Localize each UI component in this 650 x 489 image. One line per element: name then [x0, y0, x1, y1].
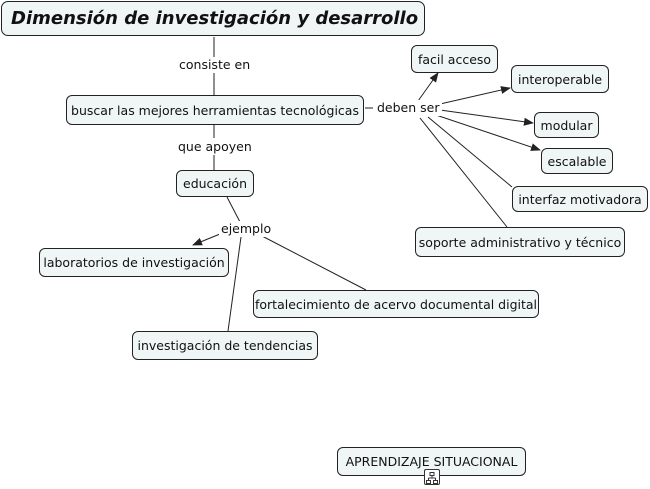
- link-ejemplo-fortalecimiento: [261, 235, 367, 291]
- concept-fortalecimiento[interactable]: fortalecimiento de acervo documental dig…: [253, 290, 539, 318]
- concept-laboratorios[interactable]: laboratorios de investigación: [39, 248, 229, 277]
- concept-escalable[interactable]: escalable: [541, 148, 613, 174]
- link-ejemplo-laboratorios: [192, 233, 221, 246]
- link-debenser-facil: [417, 72, 439, 102]
- link-debenser-escalable: [435, 114, 541, 151]
- link-debenser-modular: [439, 109, 534, 126]
- concept-interoperable[interactable]: interoperable: [511, 65, 609, 93]
- link-debenser-interoperable: [439, 86, 511, 105]
- concept-map-icon[interactable]: [424, 469, 440, 485]
- link-label-consiste-en: consiste en: [177, 57, 253, 73]
- concept-educacion[interactable]: educación: [176, 170, 254, 197]
- link-label-deben-ser: deben ser: [375, 100, 442, 116]
- link-label-que-apoyen: que apoyen: [176, 139, 254, 155]
- link-educacion-ejemplo: [226, 196, 241, 223]
- link-debenser-soporte: [419, 117, 508, 228]
- map-title-node[interactable]: Dimensión de investigación y desarrollo: [1, 1, 425, 36]
- link-debenser-interfaz: [427, 116, 513, 188]
- concept-facil-acceso[interactable]: facil acceso: [411, 45, 498, 73]
- concept-soporte[interactable]: soporte administrativo y técnico: [415, 227, 625, 257]
- concept-interfaz-motivadora[interactable]: interfaz motivadora: [512, 186, 648, 212]
- concept-tendencias[interactable]: investigación de tendencias: [132, 331, 318, 360]
- link-label-ejemplo: ejemplo: [219, 221, 274, 237]
- link-ejemplo-tendencias: [227, 236, 242, 332]
- concept-map-glyph: [426, 472, 438, 484]
- concept-modular[interactable]: modular: [534, 112, 599, 138]
- concept-herramientas[interactable]: buscar las mejores herramientas tecnológ…: [66, 95, 364, 125]
